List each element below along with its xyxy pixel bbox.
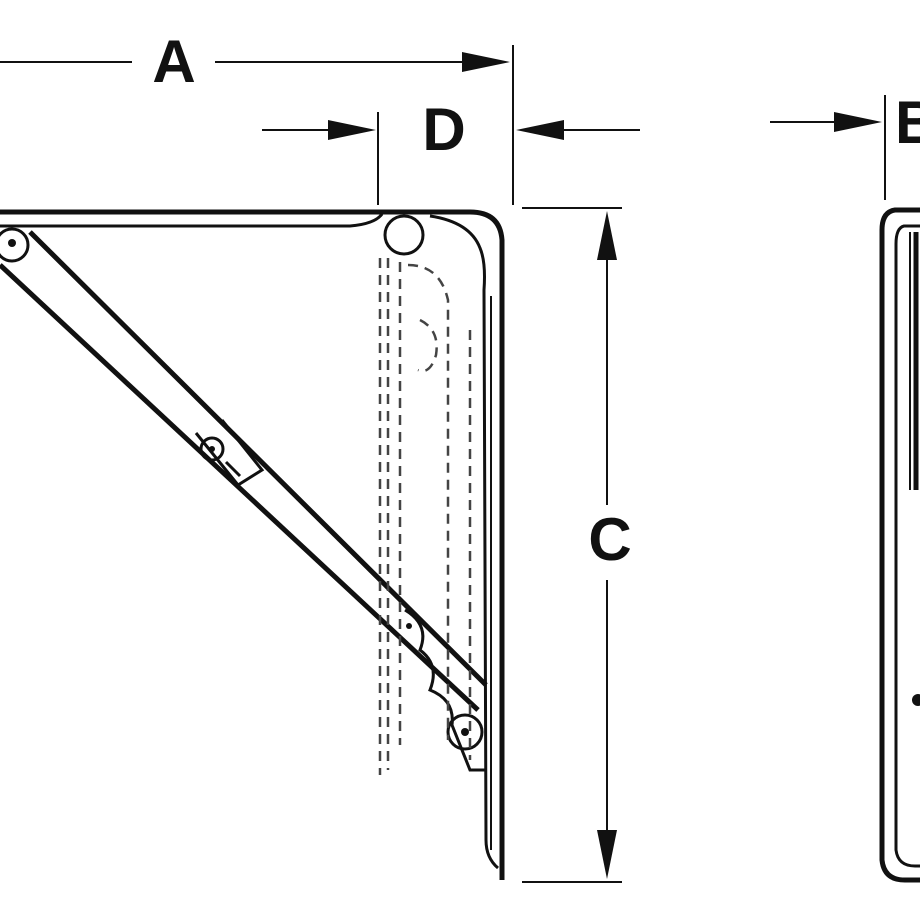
dim-b-label: B — [895, 89, 920, 156]
dimension-a: A — [0, 28, 514, 205]
dim-c-label: C — [588, 506, 631, 573]
bottom-hinge-rivet-center — [461, 728, 469, 736]
bracket-side-view — [879, 207, 920, 883]
arm-end-rivet — [0, 227, 30, 263]
bracket-leg-inner-edge — [429, 214, 499, 870]
hinge-decorative-profile — [404, 608, 486, 772]
dim-c-arrowhead-bottom — [597, 830, 617, 879]
side-view-inner-profile — [894, 224, 920, 868]
arm-end-rivet-center — [8, 239, 16, 247]
strut-lock-slot — [224, 460, 242, 478]
top-pivot-rivet — [383, 214, 425, 256]
dimension-c: C — [522, 207, 632, 883]
dim-b-arrowhead — [834, 112, 882, 132]
side-view-outer-profile — [879, 207, 920, 883]
hinge-small-dot — [406, 623, 412, 629]
strut-lower-edge — [0, 263, 480, 712]
dim-a-label: A — [152, 28, 195, 95]
strut-lock-screw-center — [209, 446, 215, 452]
folded-arm-outline — [407, 263, 450, 740]
bracket-arm-inner-edge — [0, 213, 384, 228]
dim-a-arrowhead — [462, 52, 510, 72]
dim-d-arrowhead-right — [516, 120, 564, 140]
dim-c-arrowhead-top — [597, 211, 617, 260]
dim-d-label: D — [422, 96, 465, 163]
bracket-front-view — [0, 209, 505, 880]
dim-d-arrowhead-left — [328, 120, 376, 140]
dimension-d: D — [262, 96, 640, 205]
dimension-b: B — [770, 89, 920, 200]
strut-upper-edge — [28, 230, 488, 687]
bracket-outer-profile — [0, 209, 505, 880]
strut-lock-screw — [199, 436, 225, 462]
folded-lock-outline — [417, 318, 438, 373]
bottom-hinge-rivet — [446, 713, 484, 751]
side-view-rivet — [912, 694, 920, 706]
